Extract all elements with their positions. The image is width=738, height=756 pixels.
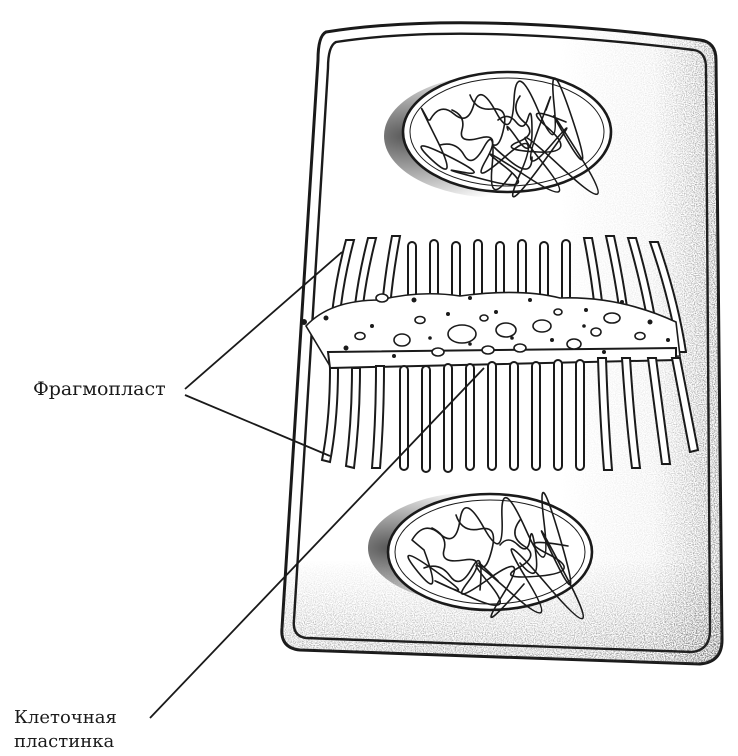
- label-phragmoplast: Фрагмопласт: [33, 377, 166, 401]
- cell-plate: [301, 292, 680, 368]
- label-cell-plate: Клеточная пластинка: [14, 706, 117, 754]
- label-cell-plate-line1: Клеточная: [14, 706, 117, 730]
- label-cell-plate-line2: пластинка: [14, 730, 117, 754]
